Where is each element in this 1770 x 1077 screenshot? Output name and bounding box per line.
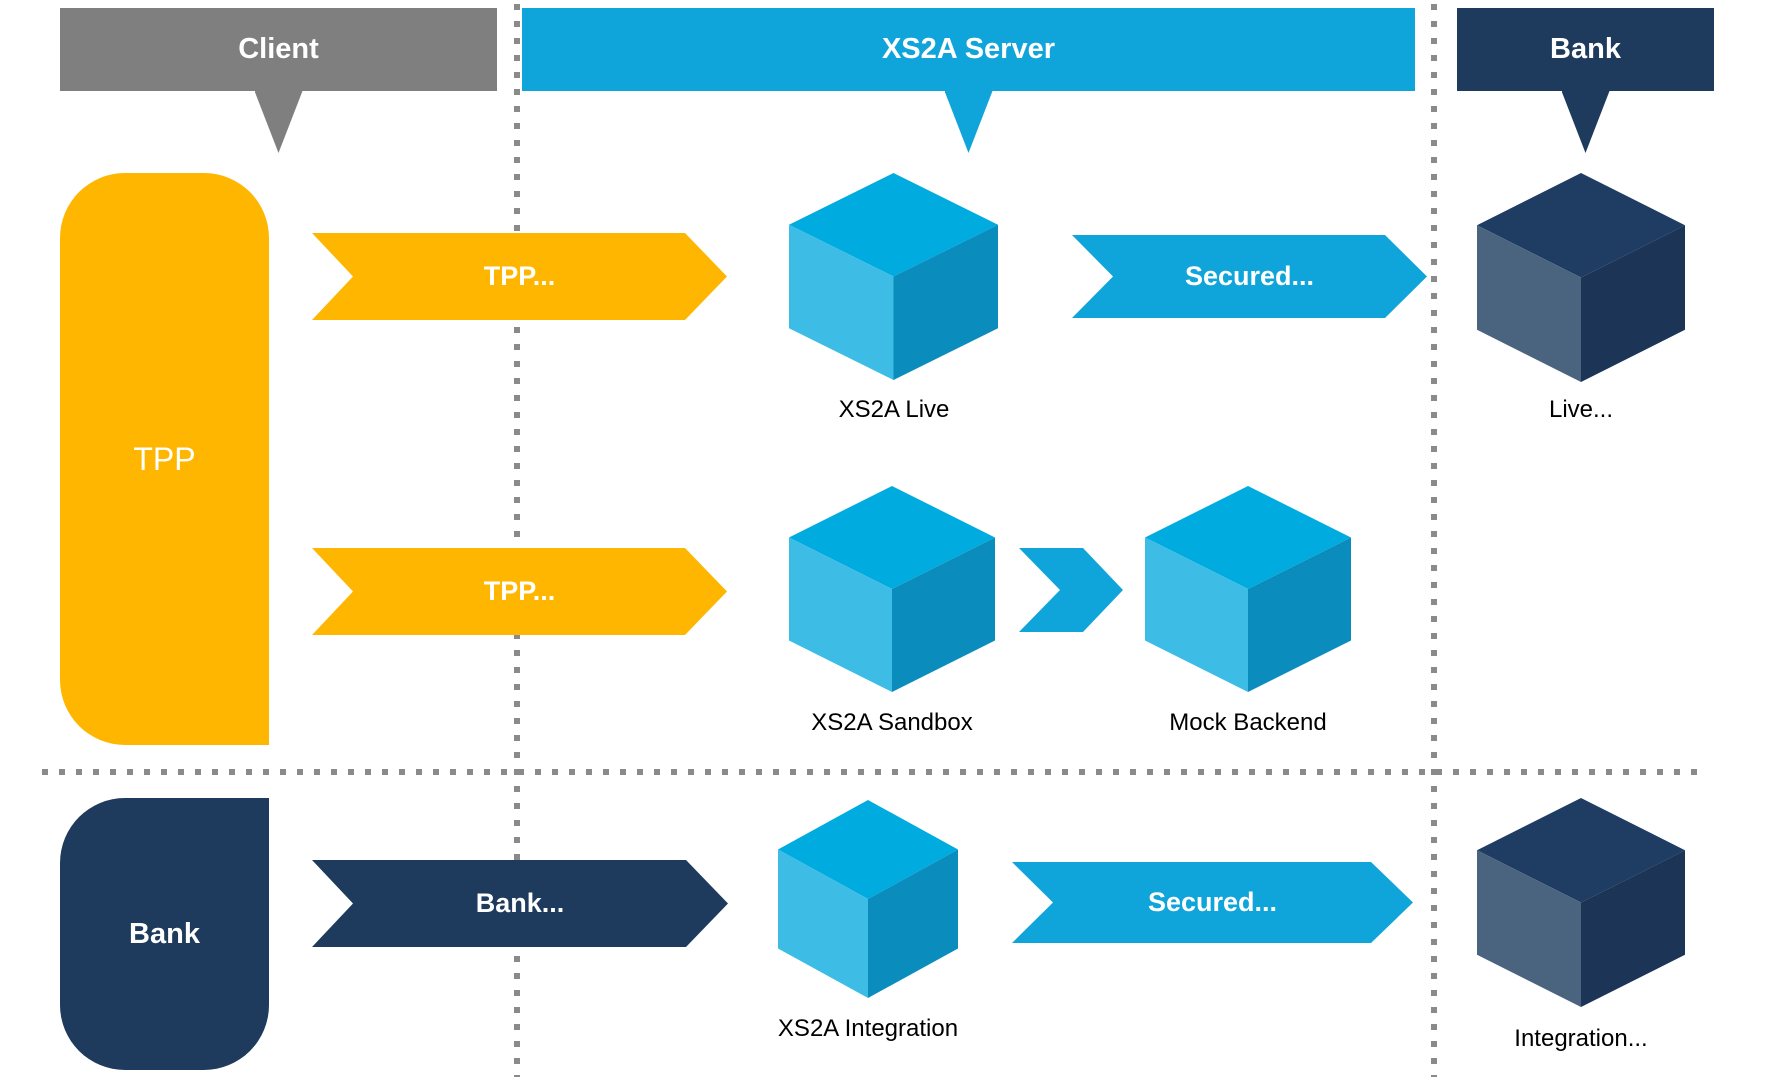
cube-label-xs2a-sandbox: XS2A Sandbox (811, 709, 973, 736)
arrow-label: Secured... (1147, 887, 1278, 917)
callout-pointer-icon (944, 91, 993, 153)
callout-pointer-icon (254, 91, 303, 153)
divider-vertical-client-server (514, 4, 520, 1077)
cube-xs2a-live (789, 173, 998, 380)
cube-xs2a-integration (778, 800, 958, 998)
cube-label-mock-backend: Mock Backend (1169, 709, 1327, 736)
arrow-label: TPP... (483, 261, 556, 291)
cube-3d-icon (1145, 486, 1351, 692)
chevron-right-icon (1019, 548, 1123, 632)
header-client: Client (60, 8, 497, 153)
cube-3d-icon (789, 173, 998, 380)
arrow-tpp-to-xs2a-live: TPP... (312, 233, 727, 320)
arrow-label: Bank... (475, 888, 565, 918)
cube-3d-icon (1477, 798, 1685, 1007)
cube-3d-icon (778, 800, 958, 998)
callout-pointer-icon (1561, 91, 1610, 153)
cube-label-xs2a-integration: XS2A Integration (777, 1015, 959, 1042)
cube-xs2a-sandbox (789, 486, 995, 692)
cube-integration-bank (1477, 798, 1685, 1007)
cube-label-integration-bank: Integration... (1514, 1025, 1648, 1052)
actor-bank-label: Bank (129, 917, 200, 950)
header-bank-label: Bank (1457, 8, 1714, 91)
actor-tpp-label: TPP (133, 440, 196, 477)
cube-3d-icon (789, 486, 995, 692)
header-client-label: Client (60, 8, 497, 91)
header-xs2a-server-label: XS2A Server (522, 8, 1415, 91)
actor-bank: Bank (60, 798, 269, 1070)
header-bank: Bank (1457, 8, 1714, 153)
arrow-secured-to-live-bank: Secured... (1072, 235, 1427, 318)
cube-mock-backend (1145, 486, 1351, 692)
divider-horizontal-live-integration (42, 769, 1708, 775)
cube-label-xs2a-live: XS2A Live (838, 396, 950, 423)
cube-label-live-bank: Live... (1548, 396, 1614, 423)
arrow-label: TPP... (483, 576, 556, 606)
arrow-secured-to-integration-bank: Secured... (1012, 862, 1413, 943)
arrow-label: Secured... (1184, 261, 1315, 291)
divider-vertical-server-bank (1431, 4, 1437, 1077)
header-xs2a-server: XS2A Server (522, 8, 1415, 153)
arrow-tpp-to-xs2a-sandbox: TPP... (312, 548, 727, 635)
cube-3d-icon (1477, 173, 1685, 382)
cube-live-bank (1477, 173, 1685, 382)
actor-tpp: TPP (60, 173, 269, 745)
arrow-bank-to-xs2a-integration: Bank... (312, 860, 728, 947)
